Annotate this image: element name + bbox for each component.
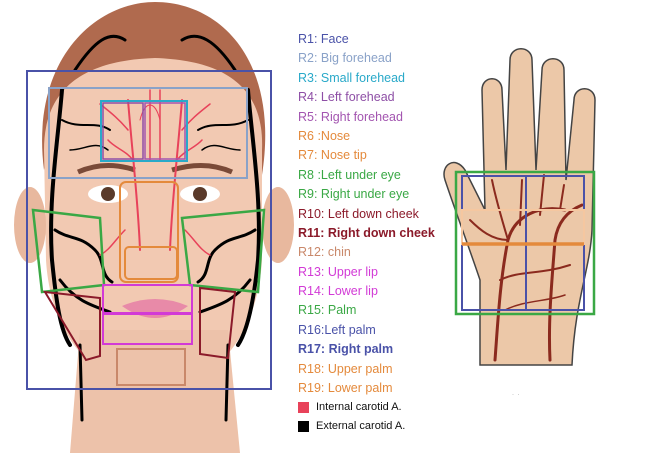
legend-item: R13: Upper lip — [298, 263, 435, 282]
face-illustration — [0, 0, 295, 453]
faint-mark: · · — [512, 392, 519, 398]
legend-item: R2: Big forehead — [298, 49, 435, 68]
legend-item: R1: Face — [298, 30, 435, 49]
legend-item: R3: Small forehead — [298, 69, 435, 88]
legend-item: R12: chin — [298, 243, 435, 262]
legend-item: R9: Right under eye — [298, 185, 435, 204]
internal-carotid-label: Internal carotid A. — [316, 401, 402, 413]
legend-item: R6 :Nose — [298, 127, 435, 146]
internal-carotid-swatch — [298, 402, 309, 413]
left-iris — [101, 187, 115, 201]
legend-item: R7: Nose tip — [298, 146, 435, 165]
legend-item: R18: Upper palm — [298, 360, 435, 379]
legend-item: R15: Palm — [298, 301, 435, 320]
external-carotid-label: External carotid A. — [316, 420, 405, 432]
hand-illustration — [440, 40, 648, 370]
external-carotid-key: External carotid A. — [298, 420, 405, 432]
legend-item: R4: Left forehead — [298, 88, 435, 107]
legend-item: R8 :Left under eye — [298, 166, 435, 185]
external-carotid-swatch — [298, 421, 309, 432]
legend-item: R16:Left palm — [298, 321, 435, 340]
legend-item: R14: Lower lip — [298, 282, 435, 301]
internal-carotid-key: Internal carotid A. — [298, 401, 402, 413]
legend-item: R10: Left down cheek — [298, 205, 435, 224]
left-ear — [14, 187, 46, 263]
legend-item: R19: Lower palm — [298, 379, 435, 398]
right-iris — [193, 187, 207, 201]
legend-item: R5: Right forehead — [298, 108, 435, 127]
right-ear — [262, 187, 294, 263]
legend-item: R11: Right down cheek — [298, 224, 435, 243]
legend-item: R17: Right palm — [298, 340, 435, 359]
hand-skin — [444, 49, 595, 365]
